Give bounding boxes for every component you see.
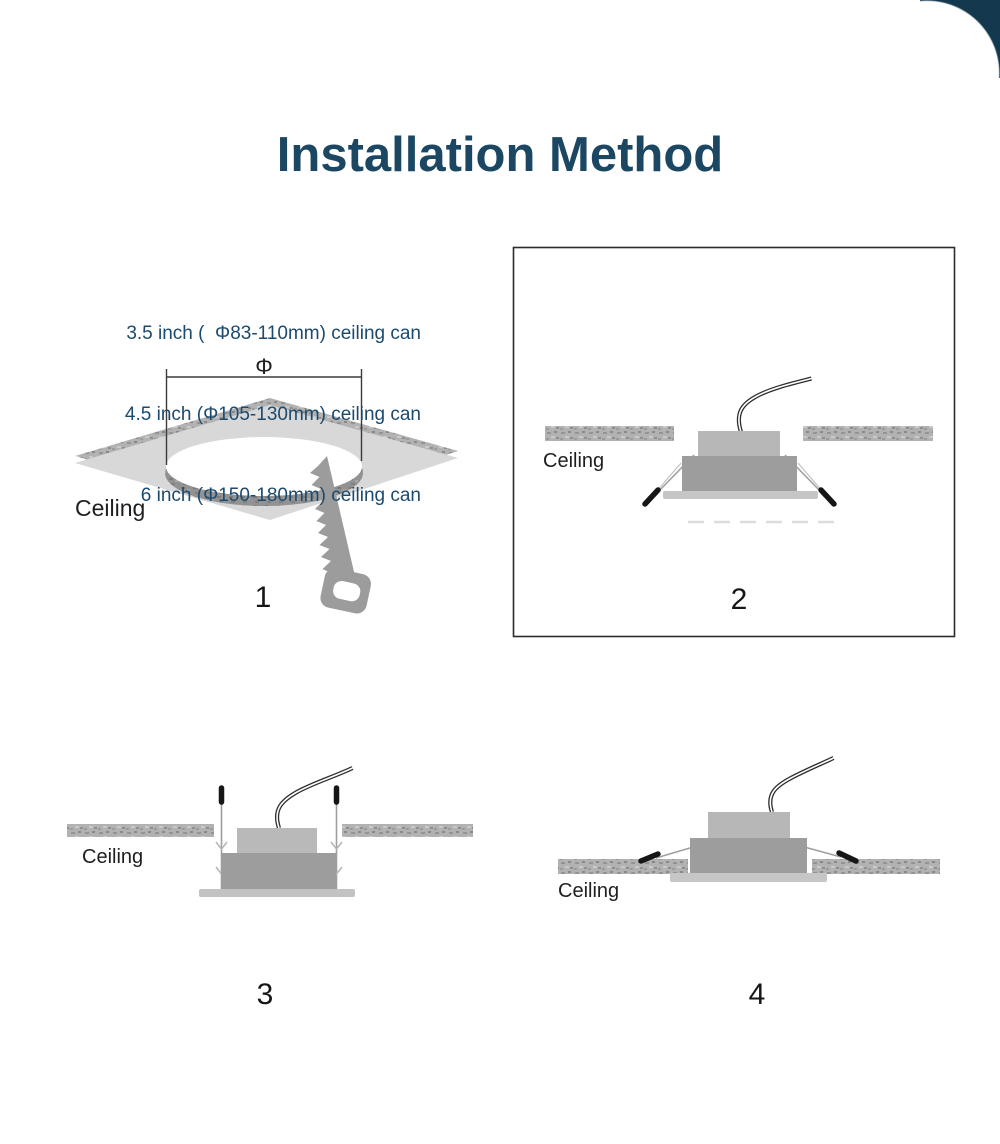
step-number: 2	[730, 583, 748, 616]
spec-line: 3.5 inch ( Φ83-110mm) ceiling can	[126, 323, 421, 344]
ceiling-bar-right	[342, 824, 473, 837]
step-number: 1	[254, 581, 272, 614]
lamp-body	[690, 838, 807, 874]
diagram-step4	[558, 756, 940, 882]
ceiling-bar-left	[558, 859, 688, 874]
cut-hole	[166, 437, 362, 496]
ceiling-label: Ceiling	[75, 495, 146, 521]
step-number: 4	[748, 978, 766, 1011]
dimension-lines	[165, 369, 363, 465]
step2-frame	[512, 246, 956, 638]
trim-flange	[670, 873, 827, 882]
page-title: Installation Method	[276, 128, 724, 182]
diagram-step2	[512, 246, 956, 638]
ceiling-label: Ceiling	[82, 846, 144, 868]
step-number: 3	[256, 978, 274, 1011]
power-wire	[736, 376, 813, 433]
corner-accent-shape	[920, 0, 1000, 78]
junction-box	[698, 431, 780, 456]
saw-icon	[310, 456, 372, 614]
junction-box	[237, 828, 317, 853]
trim-flange	[199, 889, 355, 897]
power-wire	[768, 756, 835, 813]
diagram-step1	[75, 369, 458, 614]
diameter-symbol: Φ	[255, 354, 273, 379]
ceiling-bar-left	[67, 824, 214, 837]
power-wire	[274, 766, 354, 829]
ceiling-label: Ceiling	[558, 880, 620, 902]
spec-line: 4.5 inch (Φ105-130mm) ceiling can	[124, 404, 421, 425]
ceiling-bar-right	[803, 426, 933, 441]
ceiling-label: Ceiling	[543, 450, 605, 472]
ceiling-bar-right	[812, 859, 940, 874]
junction-box	[708, 812, 790, 838]
lamp-body	[682, 456, 797, 491]
trim-flange	[663, 491, 818, 499]
lamp-body	[221, 853, 336, 889]
size-spec-list: 3.5 inch ( Φ83-110mm) ceiling can 4.5 in…	[125, 266, 421, 563]
ceiling-bar-left	[545, 426, 674, 441]
spec-line: 6 inch (Φ150-180mm) ceiling can	[140, 485, 421, 506]
diagram-step3	[67, 766, 473, 897]
